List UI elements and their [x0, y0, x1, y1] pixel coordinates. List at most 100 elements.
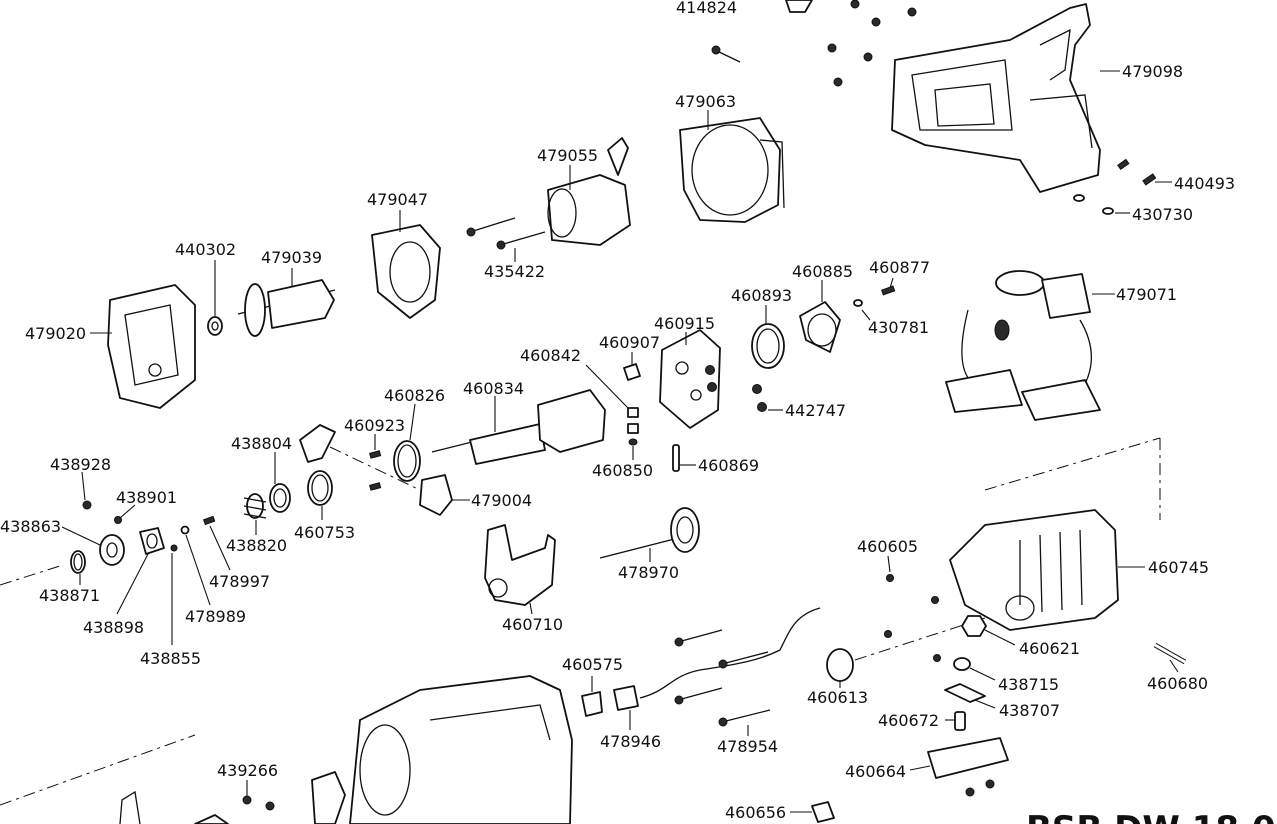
- label-460915: 460915: [654, 314, 715, 333]
- part-labels: 414824 479098 479063 440493 430730 47905…: [0, 0, 1235, 822]
- part-479004-guide: [299, 424, 453, 516]
- label-414824: 414824: [676, 0, 737, 17]
- part-435422-screws: [466, 217, 546, 250]
- label-460923: 460923: [344, 416, 405, 435]
- label-460575: 460575: [562, 655, 623, 674]
- label-438898: 438898: [83, 618, 144, 637]
- label-460710: 460710: [502, 615, 563, 634]
- label-438863: 438863: [0, 517, 61, 536]
- part-439266: [119, 771, 346, 824]
- part-460672-460664: [927, 711, 1009, 797]
- part-438928-small: [82, 500, 92, 510]
- part-460605-460621: [884, 574, 987, 638]
- label-478970: 478970: [618, 563, 679, 582]
- part-460710-crank: [484, 524, 556, 606]
- label-439266: 439266: [217, 761, 278, 780]
- assembly-axis-lines: [0, 437, 1161, 806]
- label-460907: 460907: [599, 333, 660, 352]
- part-440493-430730-small: [1073, 158, 1157, 215]
- label-460656: 460656: [725, 803, 786, 822]
- label-438928: 438928: [50, 455, 111, 474]
- part-438855-small: [170, 544, 178, 552]
- label-438820: 438820: [226, 536, 287, 555]
- part-414824-screws: [711, 0, 917, 87]
- label-460672: 460672: [878, 711, 939, 730]
- label-479039: 479039: [261, 248, 322, 267]
- part-460656: [811, 801, 835, 823]
- label-430781: 430781: [868, 318, 929, 337]
- part-460834-plunger: [431, 389, 606, 465]
- part-438804-bearing: [269, 483, 291, 513]
- part-442747-screws: [705, 365, 767, 412]
- part-438898-bushing: [139, 527, 165, 555]
- part-440302-washer: [207, 316, 223, 336]
- part-460877-430781-small: [853, 285, 896, 307]
- part-438715-438707: [933, 654, 986, 703]
- part-460680-pin: [1153, 642, 1187, 665]
- part-479039-armature: [237, 279, 336, 337]
- part-479020-frame: [107, 284, 196, 409]
- part-438863-gear: [99, 534, 125, 566]
- label-438804: 438804: [231, 434, 292, 453]
- part-478997-spring: [202, 515, 216, 526]
- part-478970-gear-shaft: [599, 507, 700, 559]
- part-438820-spring: [243, 493, 267, 519]
- label-460834: 460834: [463, 379, 524, 398]
- part-479071-switch: [945, 270, 1101, 421]
- label-440302: 440302: [175, 240, 236, 259]
- part-460826-oring: [393, 440, 421, 482]
- part-479047-baffle: [371, 224, 441, 319]
- label-479004: 479004: [471, 491, 532, 510]
- part-460907-460842-460850-blocks: [623, 363, 641, 446]
- label-438855: 438855: [140, 649, 201, 668]
- part-460613-cap: [826, 648, 854, 682]
- label-442747: 442747: [785, 401, 846, 420]
- label-440493: 440493: [1174, 174, 1235, 193]
- part-479098-housing: [891, 3, 1101, 193]
- label-479063: 479063: [675, 92, 736, 111]
- label-430730: 430730: [1132, 205, 1193, 224]
- label-438871: 438871: [39, 586, 100, 605]
- part-438901-small: [114, 516, 122, 524]
- label-460893: 460893: [731, 286, 792, 305]
- part-478954-screws: [674, 629, 771, 727]
- part-479063-bracket: [679, 117, 785, 223]
- part-main-housing: [349, 675, 573, 824]
- part-460923-pins: [369, 450, 382, 491]
- part-460753-ring: [307, 470, 333, 506]
- label-479098: 479098: [1122, 62, 1183, 81]
- label-478997: 478997: [209, 572, 270, 591]
- label-479055: 479055: [537, 146, 598, 165]
- label-479047: 479047: [367, 190, 428, 209]
- label-460680: 460680: [1147, 674, 1208, 693]
- label-460850: 460850: [592, 461, 653, 480]
- label-435422: 435422: [484, 262, 545, 281]
- label-460621: 460621: [1019, 639, 1080, 658]
- label-478954: 478954: [717, 737, 778, 756]
- label-460877: 460877: [869, 258, 930, 277]
- part-460575-478946-connectors: [581, 607, 821, 717]
- part-460869-pin: [672, 444, 680, 472]
- model-title: BSB DW 18.0 E: [1026, 809, 1277, 824]
- part-479055-stator: [547, 137, 631, 246]
- part-460745-gear-housing: [949, 509, 1119, 631]
- part-438871-ring: [70, 550, 86, 574]
- label-478946: 478946: [600, 732, 661, 751]
- label-460826: 460826: [384, 386, 445, 405]
- label-460885: 460885: [792, 262, 853, 281]
- part-460885-460893-rings: [751, 301, 841, 369]
- leader-lines: [61, 70, 1179, 813]
- part-478989-small: [180, 525, 190, 535]
- label-438901: 438901: [116, 488, 177, 507]
- part-460915-plate: [659, 329, 721, 429]
- label-460842: 460842: [520, 346, 581, 365]
- label-460613: 460613: [807, 688, 868, 707]
- label-479020: 479020: [25, 324, 86, 343]
- label-460753: 460753: [294, 523, 355, 542]
- label-460745: 460745: [1148, 558, 1209, 577]
- label-479071: 479071: [1116, 285, 1177, 304]
- label-438715: 438715: [998, 675, 1059, 694]
- label-438707: 438707: [999, 701, 1060, 720]
- label-460664: 460664: [845, 762, 906, 781]
